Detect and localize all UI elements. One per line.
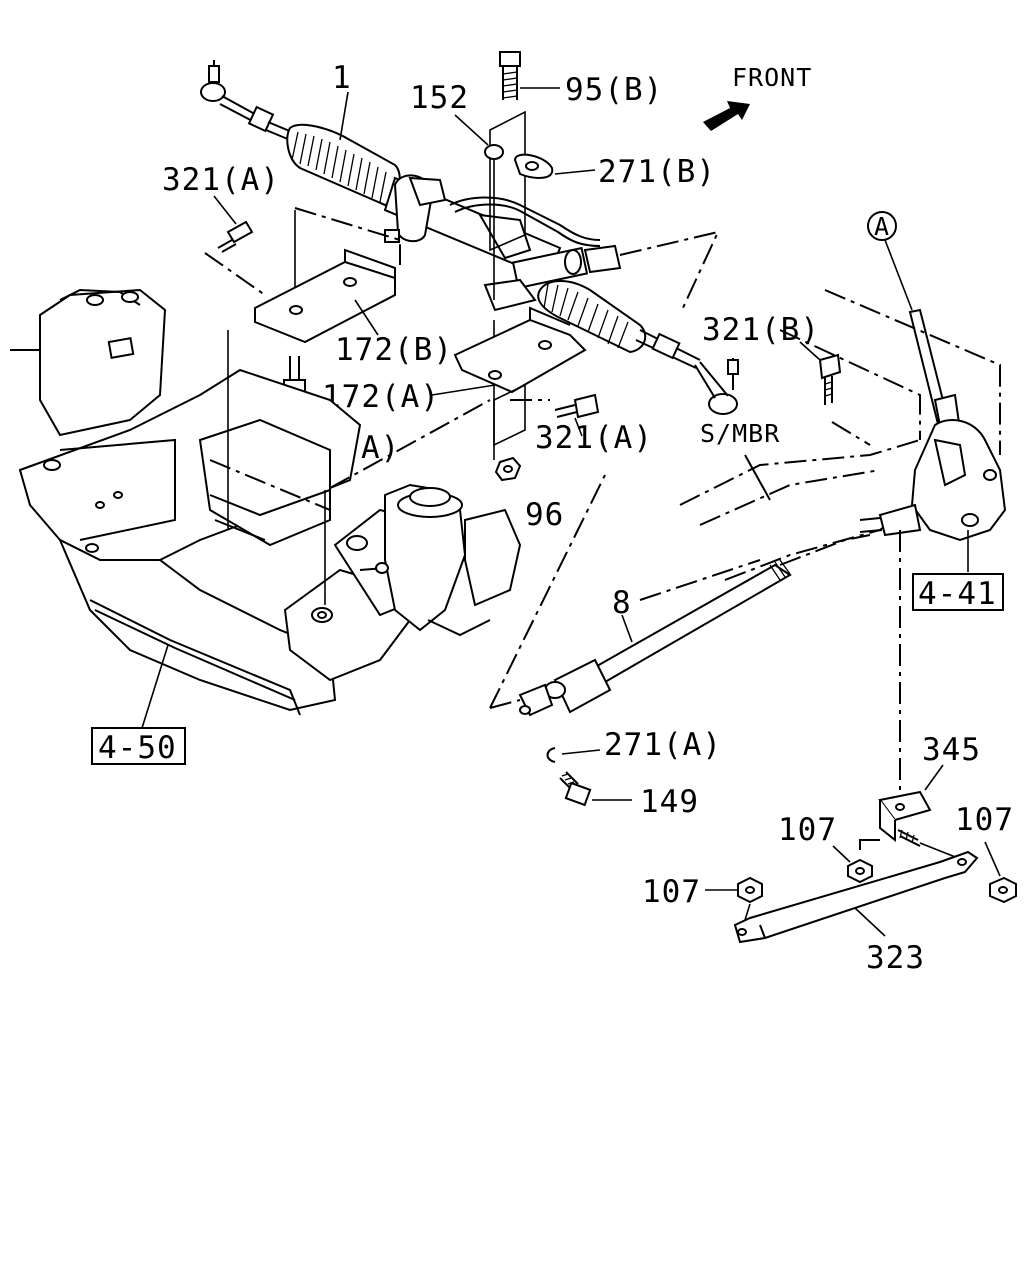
steering-rack-assembly	[200, 60, 739, 415]
bolt-321b	[818, 353, 842, 405]
intermediate-shaft-upper	[908, 308, 962, 438]
bracket-345	[878, 790, 932, 843]
smbr-label: S/MBR	[700, 419, 780, 448]
front-label: FRONT	[732, 63, 812, 92]
part-label-107-right: 107	[955, 802, 1014, 838]
ref-box-4-50	[91, 727, 186, 765]
crossmember-frame	[10, 288, 522, 716]
part-label-107-mid: 107	[778, 812, 837, 848]
part-label-321b: 321(B)	[702, 312, 820, 348]
clip-271a	[546, 747, 556, 763]
bolt-149	[559, 771, 592, 807]
part-label-1: 1	[332, 60, 352, 96]
part-label-95b: 95(B)	[565, 72, 663, 108]
ref-label-4-41: 4-41	[918, 576, 997, 612]
part-label-152: 152	[410, 80, 469, 116]
bolt-95b	[499, 51, 521, 100]
part-label-323: 323	[866, 940, 925, 976]
washer-152	[484, 144, 504, 160]
part-label-271b: 271(B)	[598, 154, 716, 190]
bracket-172a	[453, 306, 587, 394]
part-label-271a: 271(A)	[604, 727, 722, 763]
steering-gearbox	[859, 419, 1007, 542]
part-label-8: 8	[612, 585, 632, 621]
part-label-96: 96	[525, 497, 564, 533]
bracket-172b	[254, 248, 396, 344]
side-member-frame	[639, 289, 1001, 601]
reference-circle-a	[867, 211, 897, 241]
bolt-321a-top	[217, 220, 254, 253]
part-label-321a-mid: 321(A)	[535, 420, 653, 456]
brace-323	[733, 850, 979, 944]
intermediate-shaft-8	[518, 559, 792, 717]
part-label-345: 345	[922, 732, 981, 768]
ref-label-4-50: 4-50	[98, 730, 177, 766]
ref-box-4-41	[912, 573, 1004, 611]
front-arrow-icon	[703, 101, 750, 131]
part-label-149: 149	[640, 784, 699, 820]
part-label-107-left: 107	[642, 874, 701, 910]
part-label-172b: 172(B)	[335, 332, 453, 368]
circle-a-label: A	[874, 212, 890, 241]
part-label-321a-top: 321(A)	[162, 162, 280, 198]
bolt-321a-mid	[554, 393, 600, 419]
